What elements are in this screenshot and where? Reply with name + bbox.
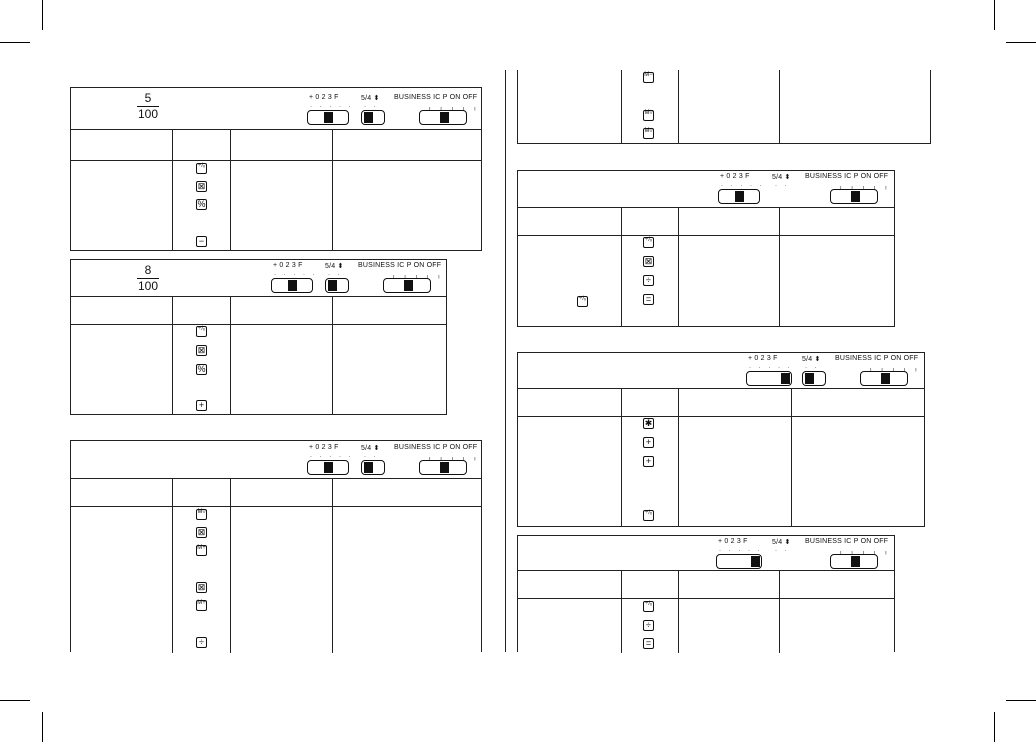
multiply-key-icon: ⊠	[196, 582, 207, 593]
rounding-switch-labels: 5/4 ⬍	[772, 539, 791, 546]
rounding-switch-labels: 5/4 ⬍	[361, 445, 380, 452]
fraction-denominator: 100	[137, 107, 159, 121]
memory-recall-key-icon: M◊	[196, 509, 207, 520]
decimal-switch-labels: + 0 2 3 F	[309, 444, 339, 451]
divide-percent-key-icon: ÷/ₓ	[643, 237, 654, 248]
decimal-switch-ticks: · · · · ·	[310, 104, 354, 110]
crop-mark	[994, 0, 995, 30]
mode-switch-ticks: ╷ ╷ ╷ ╷ ╷	[392, 273, 444, 279]
mode-switch-ticks: ╷ ╷ ╷ ╷ ╷	[869, 366, 921, 372]
mode-switch-labels: BUSINESS IC P ON OFF	[805, 538, 889, 545]
example-block-1: 5 100 + 0 2 3 F · · · · · 5/4 ⬍ · · BUSI…	[70, 87, 482, 251]
decimal-switch-ticks: · · · · ·	[749, 365, 793, 371]
mode-switch-labels: BUSINESS IC P ON OFF	[394, 444, 478, 451]
decimal-switch-ticks: · · · · ·	[721, 183, 765, 189]
rounding-switch-labels: 5/4 ⬍	[325, 263, 344, 270]
block-header	[71, 260, 446, 297]
memory-minus-key-icon: M−	[643, 72, 654, 83]
decimal-switch-labels: + 0 2 3 F	[273, 262, 303, 269]
mode-switch-labels: BUSINESS IC P ON OFF	[394, 94, 478, 101]
example-block-6: + 0 2 3 F · · · · · 5/4 ⬍ · · BUSINESS I…	[517, 352, 925, 527]
mode-switch-ticks: ╷ ╷ ╷ ╷ ╷	[428, 105, 480, 111]
decimal-switch-ticks: · · · · ·	[719, 548, 763, 554]
equals-key-icon: =	[643, 638, 654, 649]
example-block-7: + 0 2 3 F · · · · · 5/4 ⬍ · · BUSINESS I…	[517, 535, 895, 653]
rounding-switch-ticks: · ·	[364, 454, 379, 460]
fraction-denominator: 100	[137, 279, 159, 293]
divide-percent-key-icon: ÷/ₓ	[196, 326, 207, 337]
rounding-switch-labels: 5/4 ⬍	[802, 356, 821, 363]
block-header	[518, 171, 894, 208]
multiply-key-icon: ⊠	[196, 345, 207, 356]
block-header	[71, 88, 481, 130]
crop-mark	[1006, 700, 1036, 701]
example-block-5: + 0 2 3 F · · · · · 5/4 ⬍ · · BUSINESS I…	[517, 170, 895, 327]
multiply-key-icon: ⊠	[196, 181, 207, 192]
column-header-row	[518, 388, 924, 417]
crop-mark	[0, 42, 30, 43]
crop-mark	[42, 0, 43, 30]
page-divider	[505, 70, 506, 652]
memory-recall-key-icon: M◊	[643, 128, 654, 139]
example-block-3: + 0 2 3 F · · · · · 5/4 ⬍ · · BUSINESS I…	[70, 440, 482, 653]
rounding-switch-ticks: · ·	[775, 548, 790, 554]
multiply-key-icon: ⊠	[196, 527, 207, 538]
memory-recall-key-icon: M◊	[643, 110, 654, 121]
rounding-switch-labels: 5/4 ⬍	[361, 95, 380, 102]
column-header-row	[71, 478, 481, 507]
decimal-switch-labels: + 0 2 3 F	[718, 538, 748, 545]
column-header-row	[71, 129, 481, 161]
rounding-switch-ticks: · ·	[328, 272, 343, 278]
divide-key-icon: ÷	[196, 637, 207, 648]
crop-mark	[994, 712, 995, 742]
mode-switch-ticks: ╷ ╷ ╷ ╷ ╷	[839, 549, 891, 555]
grand-total-key-icon: ✱	[643, 418, 654, 429]
fraction-numerator: 5	[144, 91, 152, 105]
rounding-switch-labels: 5/4 ⬍	[772, 174, 791, 181]
mode-switch-labels: BUSINESS IC P ON OFF	[805, 173, 889, 180]
decimal-switch-ticks: · · · · ·	[310, 454, 354, 460]
percent-key-icon: %	[196, 364, 207, 375]
decimal-switch-labels: + 0 2 3 F	[720, 173, 750, 180]
plus-key-icon: +	[643, 456, 654, 467]
divide-percent-key-icon: ÷/ₓ	[577, 296, 588, 307]
multiply-key-icon: ⊠	[643, 256, 654, 267]
memory-plus-key-icon: M+	[196, 600, 207, 611]
mode-switch-ticks: ╷ ╷ ╷ ╷ ╷	[428, 455, 480, 461]
decimal-switch-ticks: · · · · ·	[274, 272, 318, 278]
divide-key-icon: ÷	[643, 275, 654, 286]
rounding-switch-ticks: · ·	[775, 183, 790, 189]
column-header-row	[71, 296, 446, 325]
crop-mark	[1006, 42, 1036, 43]
block-header	[518, 536, 894, 571]
fraction: 8 100	[137, 264, 159, 293]
fraction: 5 100	[137, 92, 159, 121]
block-header	[71, 441, 481, 479]
block-header	[518, 353, 924, 389]
mode-switch-ticks: ╷ ╷ ╷ ╷ ╷	[839, 184, 891, 190]
plus-key-icon: +	[643, 437, 654, 448]
decimal-switch-labels: + 0 2 3 F	[748, 355, 778, 362]
divide-key-icon: ÷	[643, 620, 654, 631]
mode-switch-labels: BUSINESS IC P ON OFF	[358, 262, 442, 269]
fraction-numerator: 8	[144, 263, 152, 277]
percent-key-icon: %	[196, 199, 207, 210]
plus-key-icon: +	[196, 400, 207, 411]
memory-plus-key-icon: M+	[196, 545, 207, 556]
equals-key-icon: =	[643, 294, 654, 305]
divide-percent-key-icon: ÷/ₓ	[196, 163, 207, 174]
example-block-2: 8 100 + 0 2 3 F · · · · · 5/4 ⬍ · · BUSI…	[70, 259, 447, 415]
mode-switch-labels: BUSINESS IC P ON OFF	[835, 355, 919, 362]
crop-mark	[0, 700, 30, 701]
divide-percent-key-icon: ÷/ₓ	[643, 601, 654, 612]
crop-mark	[42, 712, 43, 742]
minus-key-icon: −	[196, 236, 207, 247]
divide-percent-key-icon: ÷/ₓ	[643, 510, 654, 521]
rounding-switch-ticks: · ·	[364, 104, 379, 110]
decimal-switch-labels: + 0 2 3 F	[309, 94, 339, 101]
rounding-switch-ticks: · ·	[805, 365, 820, 371]
column-header-row	[518, 570, 894, 599]
example-block-4: M− M◊ M◊	[517, 70, 931, 144]
column-header-row	[518, 207, 894, 236]
